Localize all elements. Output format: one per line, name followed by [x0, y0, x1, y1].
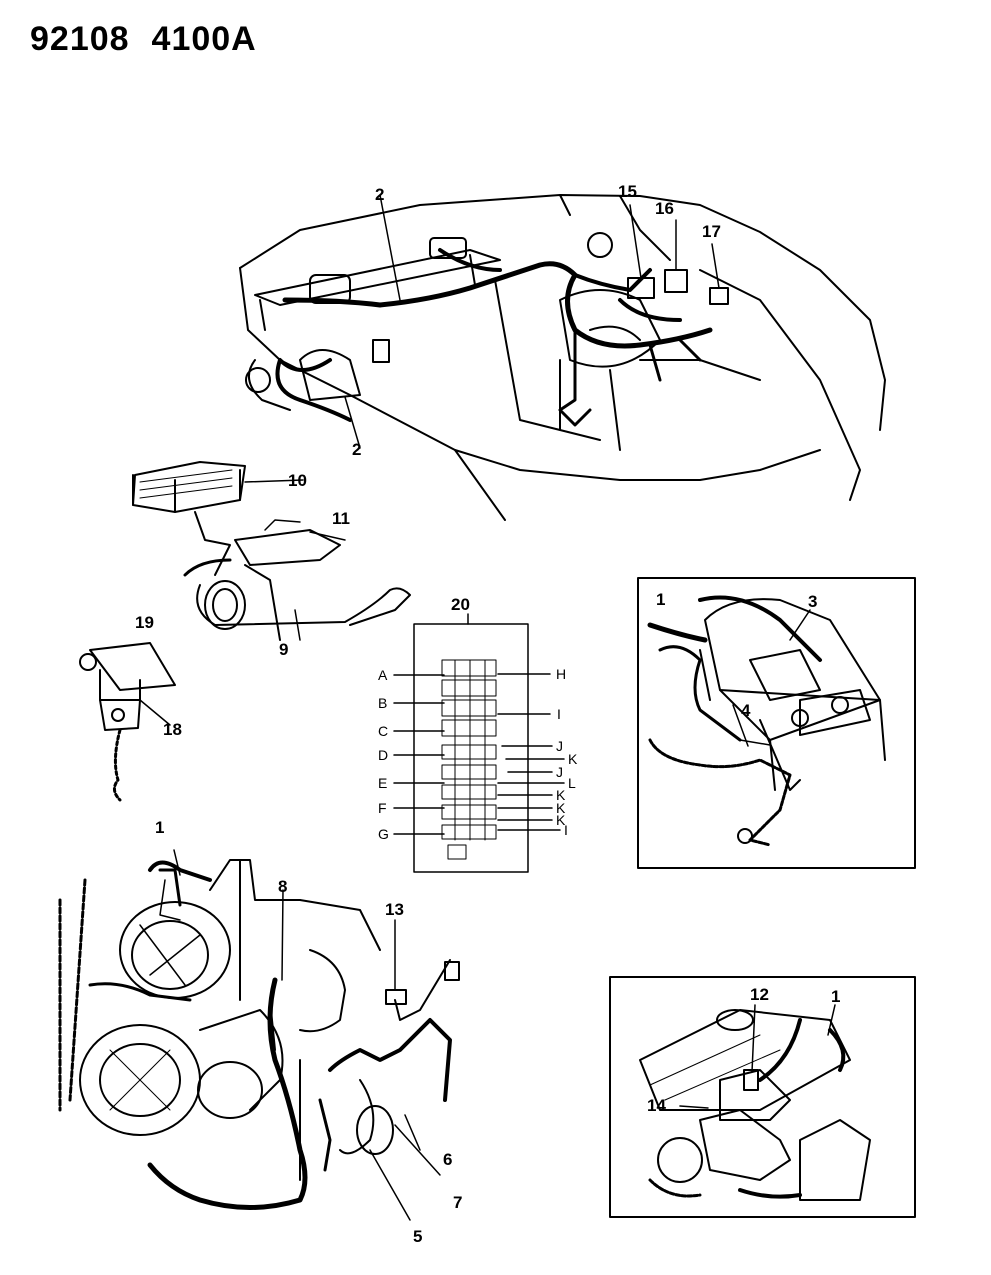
drawing-code-left: 92108	[30, 20, 130, 58]
fuse-label-left-3: C	[378, 723, 388, 739]
callout-2-bottom: 2	[352, 440, 361, 459]
callout-18: 18	[163, 720, 182, 739]
engine-compartment-view	[239, 194, 886, 521]
callout-20: 20	[451, 595, 470, 614]
callout-3: 3	[808, 592, 817, 611]
callout-12: 12	[750, 985, 769, 1004]
fuse-label-right-9: K	[556, 812, 566, 828]
engine-detail-view	[58, 849, 460, 1221]
fuse-label-left-4: D	[378, 747, 388, 763]
fuse-label-left-2: B	[378, 695, 387, 711]
fuse-label-right-3: J	[556, 738, 563, 754]
fuse-label-right-7: K	[556, 787, 566, 803]
callout-1-coolant: 1	[831, 987, 840, 1006]
callout-7: 7	[453, 1193, 462, 1212]
callout-10: 10	[288, 471, 307, 490]
fuse-label-right-4: K	[568, 751, 578, 767]
callout-17: 17	[702, 222, 721, 241]
fuse-label-left-6: F	[378, 800, 387, 816]
fuse-label-right-5: J	[556, 764, 563, 780]
fuse-label-left-7: G	[378, 826, 389, 842]
bracket-view	[79, 642, 176, 802]
module-assembly-view	[132, 461, 411, 641]
callout-6: 6	[443, 1150, 452, 1169]
coolant-inset	[609, 976, 916, 1218]
fuse-label-right-10: I	[564, 822, 568, 838]
fuse-label-left-5: E	[378, 775, 387, 791]
callout-14: 14	[647, 1096, 666, 1115]
callout-19: 19	[135, 613, 154, 632]
callout-1-battery: 1	[656, 590, 665, 609]
drawing-code-right: 4100A	[151, 20, 257, 58]
callout-9: 9	[279, 640, 288, 659]
fuse-label-left-1: A	[378, 667, 388, 683]
battery-inset	[637, 577, 916, 869]
callout-2-top: 2	[375, 185, 384, 204]
callout-1-engine: 1	[155, 818, 164, 837]
callout-4: 4	[741, 701, 751, 720]
callout-16: 16	[655, 199, 674, 218]
fuse-label-right-8: K	[556, 800, 566, 816]
fuse-block-20	[393, 613, 565, 873]
drawing-number: 92108 4100A	[30, 20, 279, 59]
callout-15: 15	[618, 182, 637, 201]
callout-13: 13	[385, 900, 404, 919]
callout-8: 8	[278, 877, 287, 896]
fuse-label-right-2: I	[557, 706, 561, 722]
fuse-label-right-1: H	[556, 666, 566, 682]
callout-5: 5	[413, 1227, 422, 1246]
callout-11: 11	[332, 509, 350, 528]
fuse-label-right-6: L	[568, 775, 576, 791]
